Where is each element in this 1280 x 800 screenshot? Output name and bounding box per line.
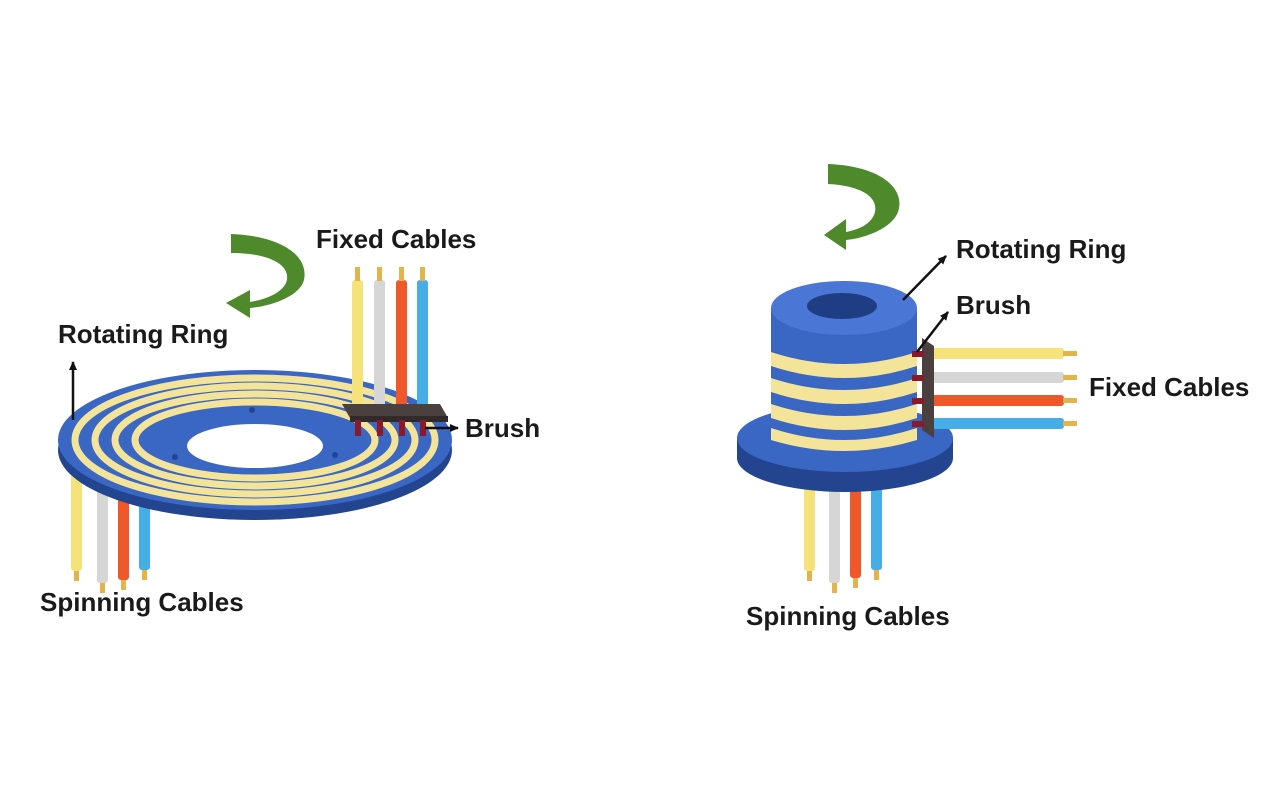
cable-tip [832,583,837,593]
cable-tip [1063,375,1077,380]
flat-slip-ring: Fixed Cables Rotating Ring Brush Spinnin… [40,224,540,617]
cable-blue [139,498,150,570]
center-hole [187,424,323,468]
flat-rotating-disc [58,370,452,520]
label-rotating-ring: Rotating Ring [58,319,228,349]
rotating-cylinder [771,281,917,462]
cable-orange [932,395,1064,406]
label-spinning-cables: Spinning Cables [40,587,244,617]
cable-tip [355,267,360,281]
brush-right [912,338,934,438]
cable-blue [932,418,1064,429]
cable-orange [396,280,407,412]
cable-yellow [71,468,82,571]
spinning-cables-right [804,485,882,593]
label-brush: Brush [465,413,540,443]
cable-tip [807,571,812,581]
label-spinning-cables: Spinning Cables [746,601,950,631]
cable-tip [874,570,879,580]
fixed-cables-right [932,348,1077,429]
cable-tip [1063,398,1077,403]
rotating-ring-pointer [902,255,947,301]
spinning-cables-left [71,468,150,593]
cable-tip [399,267,404,281]
cable-blue [417,280,428,412]
label-brush: Brush [956,290,1031,320]
label-rotating-ring: Rotating Ring [956,234,1126,264]
cable-tip [74,571,79,581]
cable-tip [420,267,425,281]
cable-gray [97,480,108,583]
cable-yellow [352,280,363,412]
label-fixed-cables: Fixed Cables [316,224,476,254]
cable-tip [1063,421,1077,426]
brush-left [342,404,448,436]
cable-yellow [932,348,1064,359]
cable-tip [377,267,382,281]
cable-gray [829,485,840,583]
cylindrical-slip-ring: Rotating Ring Brush Fixed Cables Spinnin… [737,164,1249,631]
cable-gray [932,372,1064,383]
cable-yellow [804,485,815,571]
cable-orange [850,485,861,578]
cable-orange [118,490,129,580]
cable-tip [121,580,126,590]
brush-pointer [916,311,949,353]
cable-gray [374,280,385,412]
cable-tip [142,570,147,580]
rotation-arrow-icon [226,234,305,318]
cable-tip [1063,351,1077,356]
fixed-cables-left [352,267,428,412]
cable-tip [100,583,105,593]
cable-blue [871,485,882,570]
center-bore [807,293,877,319]
rotation-arrow-icon [824,164,900,250]
label-fixed-cables: Fixed Cables [1089,372,1249,402]
cable-tip [853,578,858,588]
